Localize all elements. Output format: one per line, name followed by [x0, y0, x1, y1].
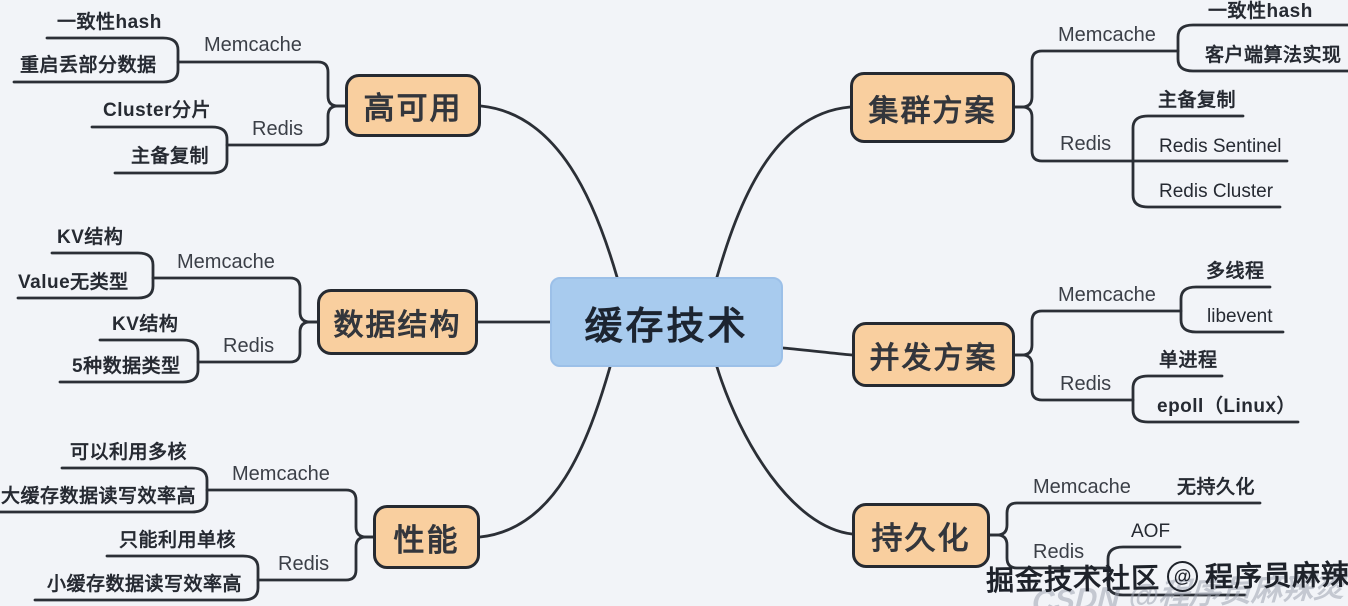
- leaf-node[interactable]: Redis Cluster: [1159, 181, 1274, 202]
- leaf-node[interactable]: KV结构: [112, 314, 179, 335]
- leaf-node[interactable]: Cluster分片: [103, 100, 211, 121]
- redis-label[interactable]: Redis: [223, 335, 275, 357]
- redis-label[interactable]: Redis: [252, 118, 304, 140]
- redis-label[interactable]: Redis: [1033, 541, 1085, 563]
- leaf-node[interactable]: epoll（Linux）: [1157, 396, 1297, 417]
- leaf-node[interactable]: 5种数据类型: [72, 356, 181, 377]
- leaf-node[interactable]: 主备复制: [1158, 90, 1237, 111]
- branch-node-data-structure[interactable]: 数据结构: [317, 289, 478, 355]
- memcache-label[interactable]: Memcache: [1033, 476, 1131, 498]
- leaf-node[interactable]: libevent: [1207, 306, 1273, 327]
- leaf-node[interactable]: 一致性hash: [1208, 1, 1313, 22]
- leaf-node[interactable]: 重启丢部分数据: [20, 55, 157, 76]
- center-topic[interactable]: 缓存技术: [550, 277, 783, 367]
- memcache-label[interactable]: Memcache: [177, 251, 275, 273]
- leaf-node[interactable]: 小缓存数据读写效率高: [47, 574, 243, 595]
- leaf-node[interactable]: Value无类型: [18, 272, 129, 293]
- leaf-node[interactable]: 无持久化: [1177, 477, 1256, 498]
- leaf-node[interactable]: 大缓存数据读写效率高: [1, 486, 197, 507]
- leaf-node[interactable]: 多线程: [1206, 261, 1265, 282]
- leaf-node[interactable]: 只能利用单核: [119, 530, 237, 551]
- leaf-node[interactable]: Redis Sentinel: [1159, 136, 1282, 157]
- memcache-label[interactable]: Memcache: [232, 463, 330, 485]
- branch-node-concurrency-solution[interactable]: 并发方案: [852, 322, 1015, 387]
- branch-node-high-availability[interactable]: 高可用: [345, 74, 481, 137]
- leaf-node[interactable]: 一致性hash: [57, 12, 162, 33]
- branch-node-persistence[interactable]: 持久化: [852, 503, 990, 568]
- branch-node-performance[interactable]: 性能: [373, 505, 480, 569]
- watermark-suffix: 程序员麻辣烫: [1204, 558, 1348, 593]
- watermark-prefix: 掘金技术社区: [985, 562, 1161, 597]
- memcache-label[interactable]: Memcache: [204, 34, 302, 56]
- leaf-node[interactable]: 客户端算法实现: [1205, 45, 1342, 66]
- leaf-node[interactable]: 主备复制: [131, 146, 210, 167]
- redis-label[interactable]: Redis: [278, 553, 330, 575]
- redis-label[interactable]: Redis: [1060, 373, 1112, 395]
- at-icon: @: [1166, 560, 1199, 592]
- author-watermark: 掘金技术社区 @ 程序员麻辣烫: [986, 553, 1348, 600]
- memcache-label[interactable]: Memcache: [1058, 284, 1156, 306]
- leaf-node[interactable]: KV结构: [57, 227, 124, 248]
- leaf-node[interactable]: 可以利用多核: [70, 442, 188, 463]
- branch-node-cluster-solution[interactable]: 集群方案: [850, 72, 1015, 143]
- leaf-node[interactable]: AOF: [1131, 521, 1171, 542]
- leaf-node[interactable]: 单进程: [1159, 350, 1218, 371]
- memcache-label[interactable]: Memcache: [1058, 24, 1156, 46]
- redis-label[interactable]: Redis: [1060, 133, 1112, 155]
